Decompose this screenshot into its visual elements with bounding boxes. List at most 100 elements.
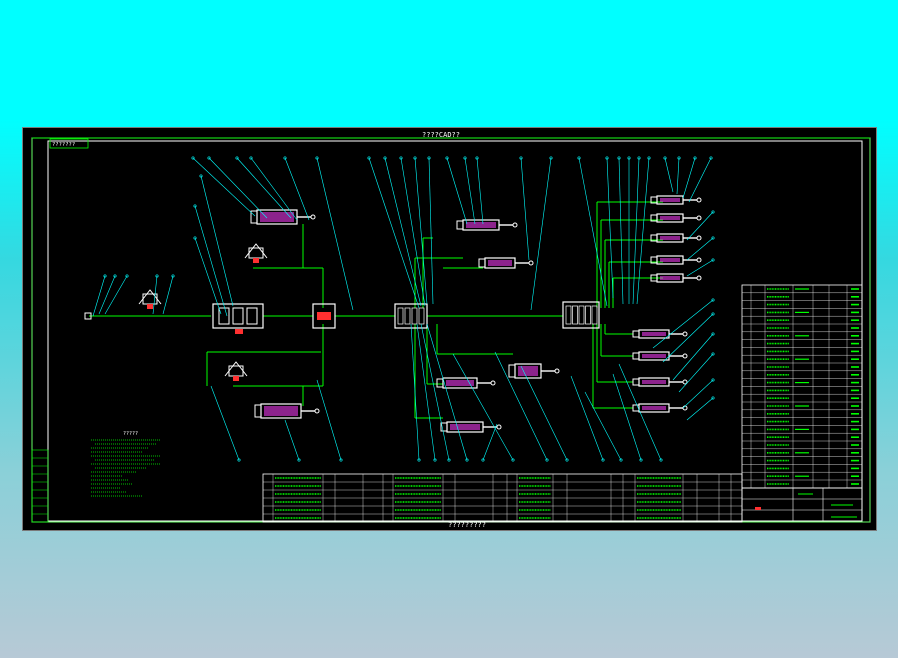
stamp-box (49, 138, 89, 149)
leader-line (316, 157, 354, 311)
lubricator-bowl (246, 307, 258, 325)
leader-line (152, 275, 158, 315)
leader-line (664, 157, 674, 193)
cylinder-m1-c (436, 377, 496, 389)
cylinder-m2-lower-4 (632, 403, 688, 413)
cylinder-m2-upper-4 (650, 255, 702, 265)
balloon-marker (399, 156, 403, 160)
balloon-marker (465, 458, 469, 462)
balloon-marker (577, 156, 581, 160)
leader-line (686, 259, 714, 277)
cylinder-m2-lower-1 (632, 329, 688, 339)
balloon-marker (463, 156, 467, 160)
leader-line (606, 157, 614, 299)
leader-line (414, 157, 428, 305)
cad-drawing-sheet[interactable]: ????CAD?? ????????? ??????? ????? (22, 127, 877, 531)
balloon-marker (617, 156, 621, 160)
balloon-marker (647, 156, 651, 160)
balloon-marker (659, 458, 663, 462)
leader-line (672, 333, 714, 381)
balloon-marker (339, 458, 343, 462)
leader-line (678, 353, 714, 393)
balloon-marker (711, 258, 715, 262)
leader-line (104, 275, 128, 315)
balloon-marker (413, 156, 417, 160)
balloon-marker (447, 458, 451, 462)
leader-line (210, 385, 240, 461)
balloon-marker (383, 156, 387, 160)
pneumatic-schematic: ????CAD?? ????????? ??????? ????? (31, 131, 871, 529)
cylinder-m2-lower-2 (632, 351, 688, 361)
leader-line (584, 391, 622, 461)
leader-line (236, 157, 292, 219)
leader-line (662, 313, 714, 363)
cylinder-m1-e (508, 363, 560, 379)
balloon-marker (193, 236, 197, 240)
balloon-marker (545, 458, 549, 462)
notes-title: ????? (123, 431, 138, 437)
bottom-parts-list (262, 473, 743, 523)
cylinder-m2-upper-2 (650, 213, 702, 223)
drawing-title-top: ????CAD?? (422, 131, 460, 139)
balloon-marker (711, 378, 715, 382)
leader-line (384, 157, 422, 307)
balloon-marker (283, 156, 287, 160)
manifold-2-station (565, 305, 572, 325)
cylinder-upper-left (250, 209, 316, 225)
manifold-1-station (418, 307, 425, 325)
balloon-marker (207, 156, 211, 160)
leader-line (192, 157, 256, 217)
filter-bowl (218, 307, 230, 325)
leader-line (652, 299, 714, 349)
leader-line (420, 323, 450, 461)
cylinder-m2-upper-3 (650, 233, 702, 243)
main-pipeline (89, 201, 663, 419)
leader-line (688, 157, 712, 203)
balloon-marker (519, 156, 523, 160)
balloon-marker (627, 156, 631, 160)
balloon-marker (711, 396, 715, 400)
balloon-marker (711, 352, 715, 356)
leader-line (368, 157, 420, 309)
lower-regulator (224, 361, 248, 381)
balloon-marker (709, 156, 713, 160)
balloon-marker (711, 236, 715, 240)
balloon-marker (417, 458, 421, 462)
cylinder-m2-upper-1 (650, 195, 702, 205)
cylinder-m2-lower-3 (632, 377, 688, 387)
leader-line (410, 323, 420, 461)
balloon-marker (601, 458, 605, 462)
right-parts-list (741, 284, 863, 489)
regulator-body (232, 307, 244, 325)
leader-line (446, 157, 468, 225)
technical-notes: ????? (91, 431, 161, 497)
leader-line (194, 205, 228, 317)
cylinder-m1-d (440, 421, 502, 433)
leader-line (632, 157, 640, 305)
leader-line (400, 157, 426, 307)
distribution-block (312, 303, 336, 329)
leader-line (426, 323, 468, 461)
balloon-marker (171, 274, 175, 278)
leader-line (494, 351, 548, 461)
leader-line (618, 157, 624, 305)
leader-line (682, 157, 696, 199)
leader-line (250, 157, 298, 221)
leader-line (208, 157, 268, 219)
balloon-marker (711, 312, 715, 316)
manifold-2-station (572, 305, 578, 325)
revision-strip (31, 449, 49, 523)
balloon-marker (475, 156, 479, 160)
balloon-marker (199, 174, 203, 178)
balloon-marker (155, 274, 159, 278)
cylinder-m1-b (478, 257, 534, 269)
leader-line (98, 275, 116, 315)
leader-line (686, 237, 714, 261)
leader-line (482, 423, 498, 461)
manifold-1-station (397, 307, 404, 325)
balloon-marker (711, 210, 715, 214)
leader-line (464, 157, 476, 225)
balloon-marker (619, 458, 623, 462)
leader-line (284, 419, 300, 461)
leader-line (676, 157, 680, 195)
